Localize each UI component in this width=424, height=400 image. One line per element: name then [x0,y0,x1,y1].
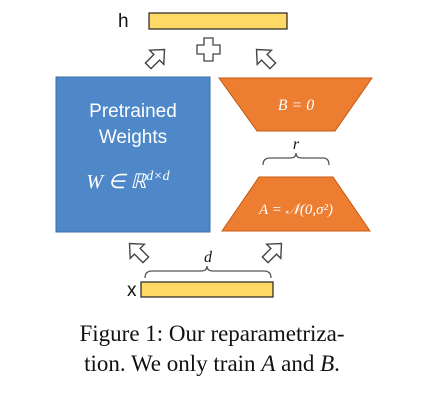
input-vector-bar [140,281,274,298]
caption-line2-and: and [275,351,321,376]
pretrained-label-line2: Weights [99,127,167,148]
caption-line2-prefix: tion. We only train [84,351,262,376]
dim-brace [144,265,272,279]
caption-line2-end: . [334,351,340,376]
caption-var-a: A [261,351,276,376]
dim-label: d [204,249,213,266]
matrix-a-label: A = 𝒩(0,σ²) [258,202,333,218]
pretrained-weights-box [55,76,211,233]
figure-caption-line1: Figure 1: Our reparametriza- [79,321,345,346]
matrix-b-trapezoid [218,77,373,132]
arrow-up-left-icon [144,48,166,70]
plus-icon [196,37,221,62]
input-label: x [127,280,137,301]
pretrained-formula-superscript: d×d [146,169,170,184]
pretrained-label-line1: Pretrained [89,101,177,122]
matrix-b-label: B = 0 [278,97,315,114]
pretrained-formula-base: W ∈ ℝ [86,171,147,193]
arrow-up-into-pretrained-icon [128,242,150,264]
rank-label: r [293,136,300,153]
figure-caption-line2: tion. We only train A and B. [0,349,424,379]
pretrained-formula: W ∈ ℝd×d [86,169,170,193]
rank-brace [262,152,330,166]
output-label: h [118,11,129,32]
arrow-up-into-a-icon [261,242,283,264]
caption-var-b: B [320,351,335,376]
output-vector-bar [148,12,288,30]
matrix-a-trapezoid [221,176,371,232]
arrow-up-right-icon [255,48,277,70]
